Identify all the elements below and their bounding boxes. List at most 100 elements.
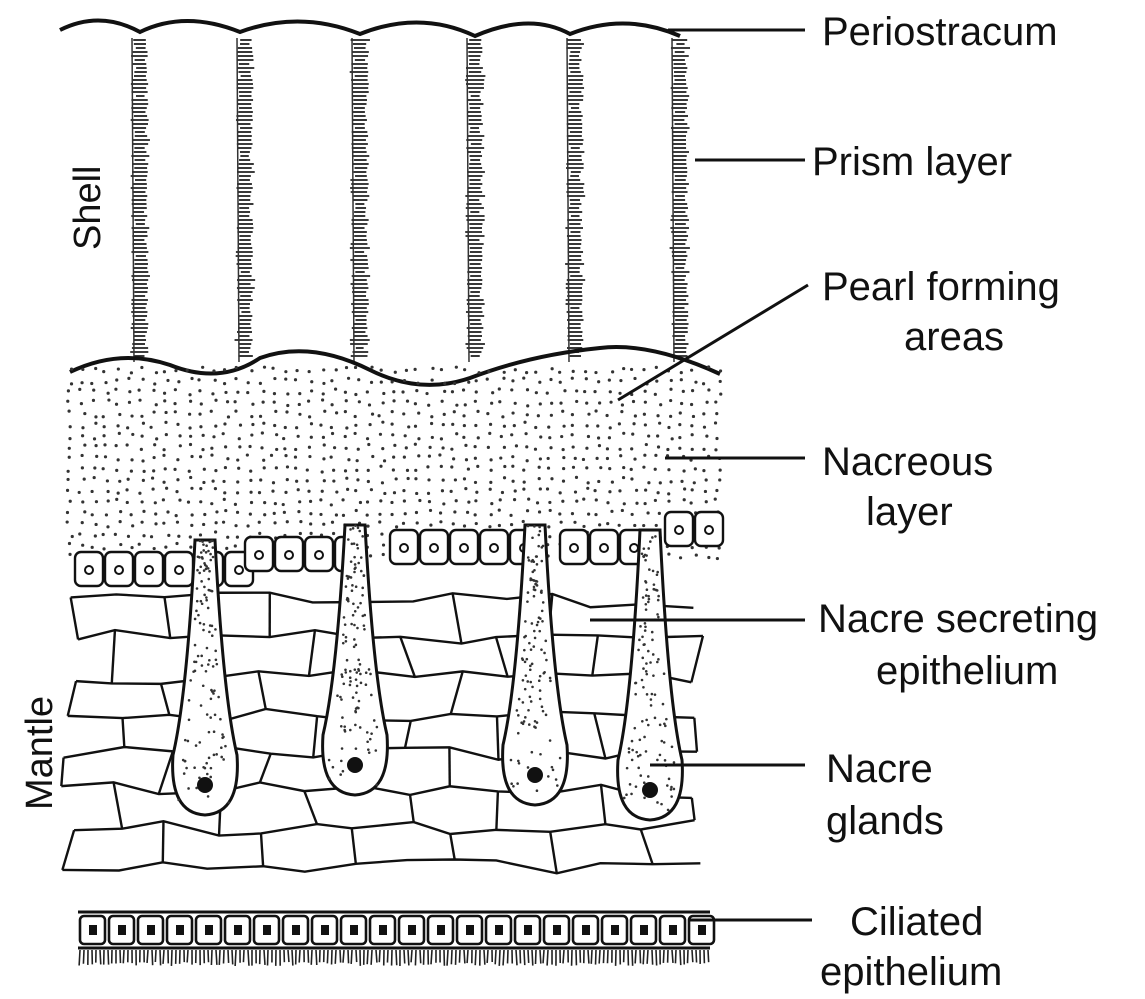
gland-stipple bbox=[212, 665, 215, 668]
gland-stipple bbox=[644, 559, 647, 562]
gland-stipple bbox=[361, 535, 364, 538]
stipple-dot bbox=[680, 480, 683, 483]
stipple-dot bbox=[635, 489, 638, 492]
gland-stipple bbox=[227, 801, 230, 804]
stipple-dot bbox=[366, 500, 369, 503]
stipple-dot bbox=[224, 509, 227, 512]
stipple-dot bbox=[503, 465, 506, 468]
gland-stipple bbox=[539, 698, 542, 701]
label-nacre-glands-1: Nacre bbox=[826, 747, 933, 791]
stipple-dot bbox=[378, 513, 381, 516]
stipple-dot bbox=[539, 487, 542, 490]
stipple-dot bbox=[714, 421, 717, 424]
stipple-dot bbox=[354, 366, 357, 369]
gland-stipple bbox=[641, 657, 644, 660]
stipple-dot bbox=[273, 512, 276, 515]
stipple-dot bbox=[378, 520, 381, 523]
gland-stipple bbox=[182, 759, 185, 762]
stipple-dot bbox=[702, 448, 705, 451]
gland-stipple bbox=[201, 664, 204, 667]
stipple-dot bbox=[702, 412, 705, 415]
gland-stipple bbox=[363, 574, 366, 577]
stipple-dot bbox=[222, 521, 225, 524]
cell-wall bbox=[76, 669, 691, 683]
stipple-dot bbox=[322, 368, 325, 371]
stipple-dot bbox=[130, 371, 133, 374]
gland-stipple bbox=[536, 580, 539, 583]
stipple-dot bbox=[395, 525, 398, 528]
stipple-dot bbox=[275, 466, 278, 469]
stipple-dot bbox=[642, 466, 645, 469]
gland-stipple bbox=[534, 726, 537, 729]
stipple-dot bbox=[632, 400, 635, 403]
ciliated-nucleus bbox=[640, 925, 648, 935]
stipple-dot bbox=[202, 523, 205, 526]
cilium bbox=[672, 950, 673, 963]
stipple-dot bbox=[414, 402, 417, 405]
stipple-dot bbox=[78, 532, 81, 535]
stipple-dot bbox=[91, 513, 94, 516]
cell-wall bbox=[496, 791, 498, 829]
gland-stipple bbox=[527, 766, 530, 769]
ciliated-nucleus bbox=[669, 925, 677, 935]
cilium bbox=[415, 950, 416, 965]
gland-stipple bbox=[368, 668, 371, 671]
stipple-dot bbox=[656, 434, 659, 437]
gland-stipple bbox=[671, 745, 674, 748]
stipple-dot bbox=[597, 480, 600, 483]
stipple-dot bbox=[571, 377, 574, 380]
stipple-dot bbox=[308, 446, 311, 449]
stipple-dot bbox=[94, 415, 97, 418]
gland-stipple bbox=[197, 655, 200, 658]
stipple-dot bbox=[310, 389, 313, 392]
gland-stipple bbox=[647, 601, 650, 604]
stipple-dot bbox=[595, 498, 598, 501]
stipple-dot bbox=[395, 477, 398, 480]
stipple-dot bbox=[214, 399, 217, 402]
cell-wall bbox=[691, 636, 703, 682]
stipple-dot bbox=[695, 553, 698, 556]
label-nacre-glands-2: glands bbox=[826, 799, 944, 843]
stipple-dot bbox=[618, 489, 621, 492]
stipple-dot bbox=[309, 500, 312, 503]
cilium bbox=[376, 950, 377, 963]
gland-stipple bbox=[360, 682, 363, 685]
gland-stipple bbox=[529, 577, 532, 580]
gland-stipple bbox=[349, 676, 352, 679]
stipple-dot bbox=[202, 481, 205, 484]
stipple-dot bbox=[175, 514, 178, 517]
stipple-dot bbox=[694, 381, 697, 384]
stipple-dot bbox=[499, 456, 502, 459]
stipple-dot bbox=[198, 413, 201, 416]
gland-stipple bbox=[350, 560, 353, 563]
gland-stipple bbox=[368, 751, 371, 754]
gland-stipple bbox=[639, 625, 642, 628]
gland-stipple bbox=[536, 563, 539, 566]
stipple-dot bbox=[224, 466, 227, 469]
gland-stipple bbox=[543, 652, 546, 655]
stipple-dot bbox=[514, 489, 517, 492]
stipple-dot bbox=[466, 511, 469, 514]
cilium bbox=[108, 950, 109, 965]
stipple-dot bbox=[246, 524, 249, 527]
gland-stipple bbox=[357, 527, 360, 530]
stipple-dot bbox=[69, 500, 72, 503]
stipple-dot bbox=[309, 512, 312, 515]
stipple-dot bbox=[322, 457, 325, 460]
stipple-dot bbox=[334, 388, 337, 391]
gland-stipple bbox=[349, 528, 352, 531]
gland-stipple bbox=[357, 547, 360, 550]
stipple-dot bbox=[297, 488, 300, 491]
gland-stipple bbox=[540, 546, 543, 549]
gland-stipple bbox=[538, 630, 541, 633]
gland-stipple bbox=[199, 540, 202, 543]
stipple-dot bbox=[273, 424, 276, 427]
stipple-dot bbox=[426, 465, 429, 468]
stipple-dot bbox=[92, 388, 95, 391]
gland-stipple bbox=[531, 571, 534, 574]
stipple-dot bbox=[633, 457, 636, 460]
stipple-dot bbox=[414, 477, 417, 480]
stipple-dot bbox=[259, 382, 262, 385]
cilium bbox=[232, 950, 233, 964]
stipple-dot bbox=[644, 502, 647, 505]
